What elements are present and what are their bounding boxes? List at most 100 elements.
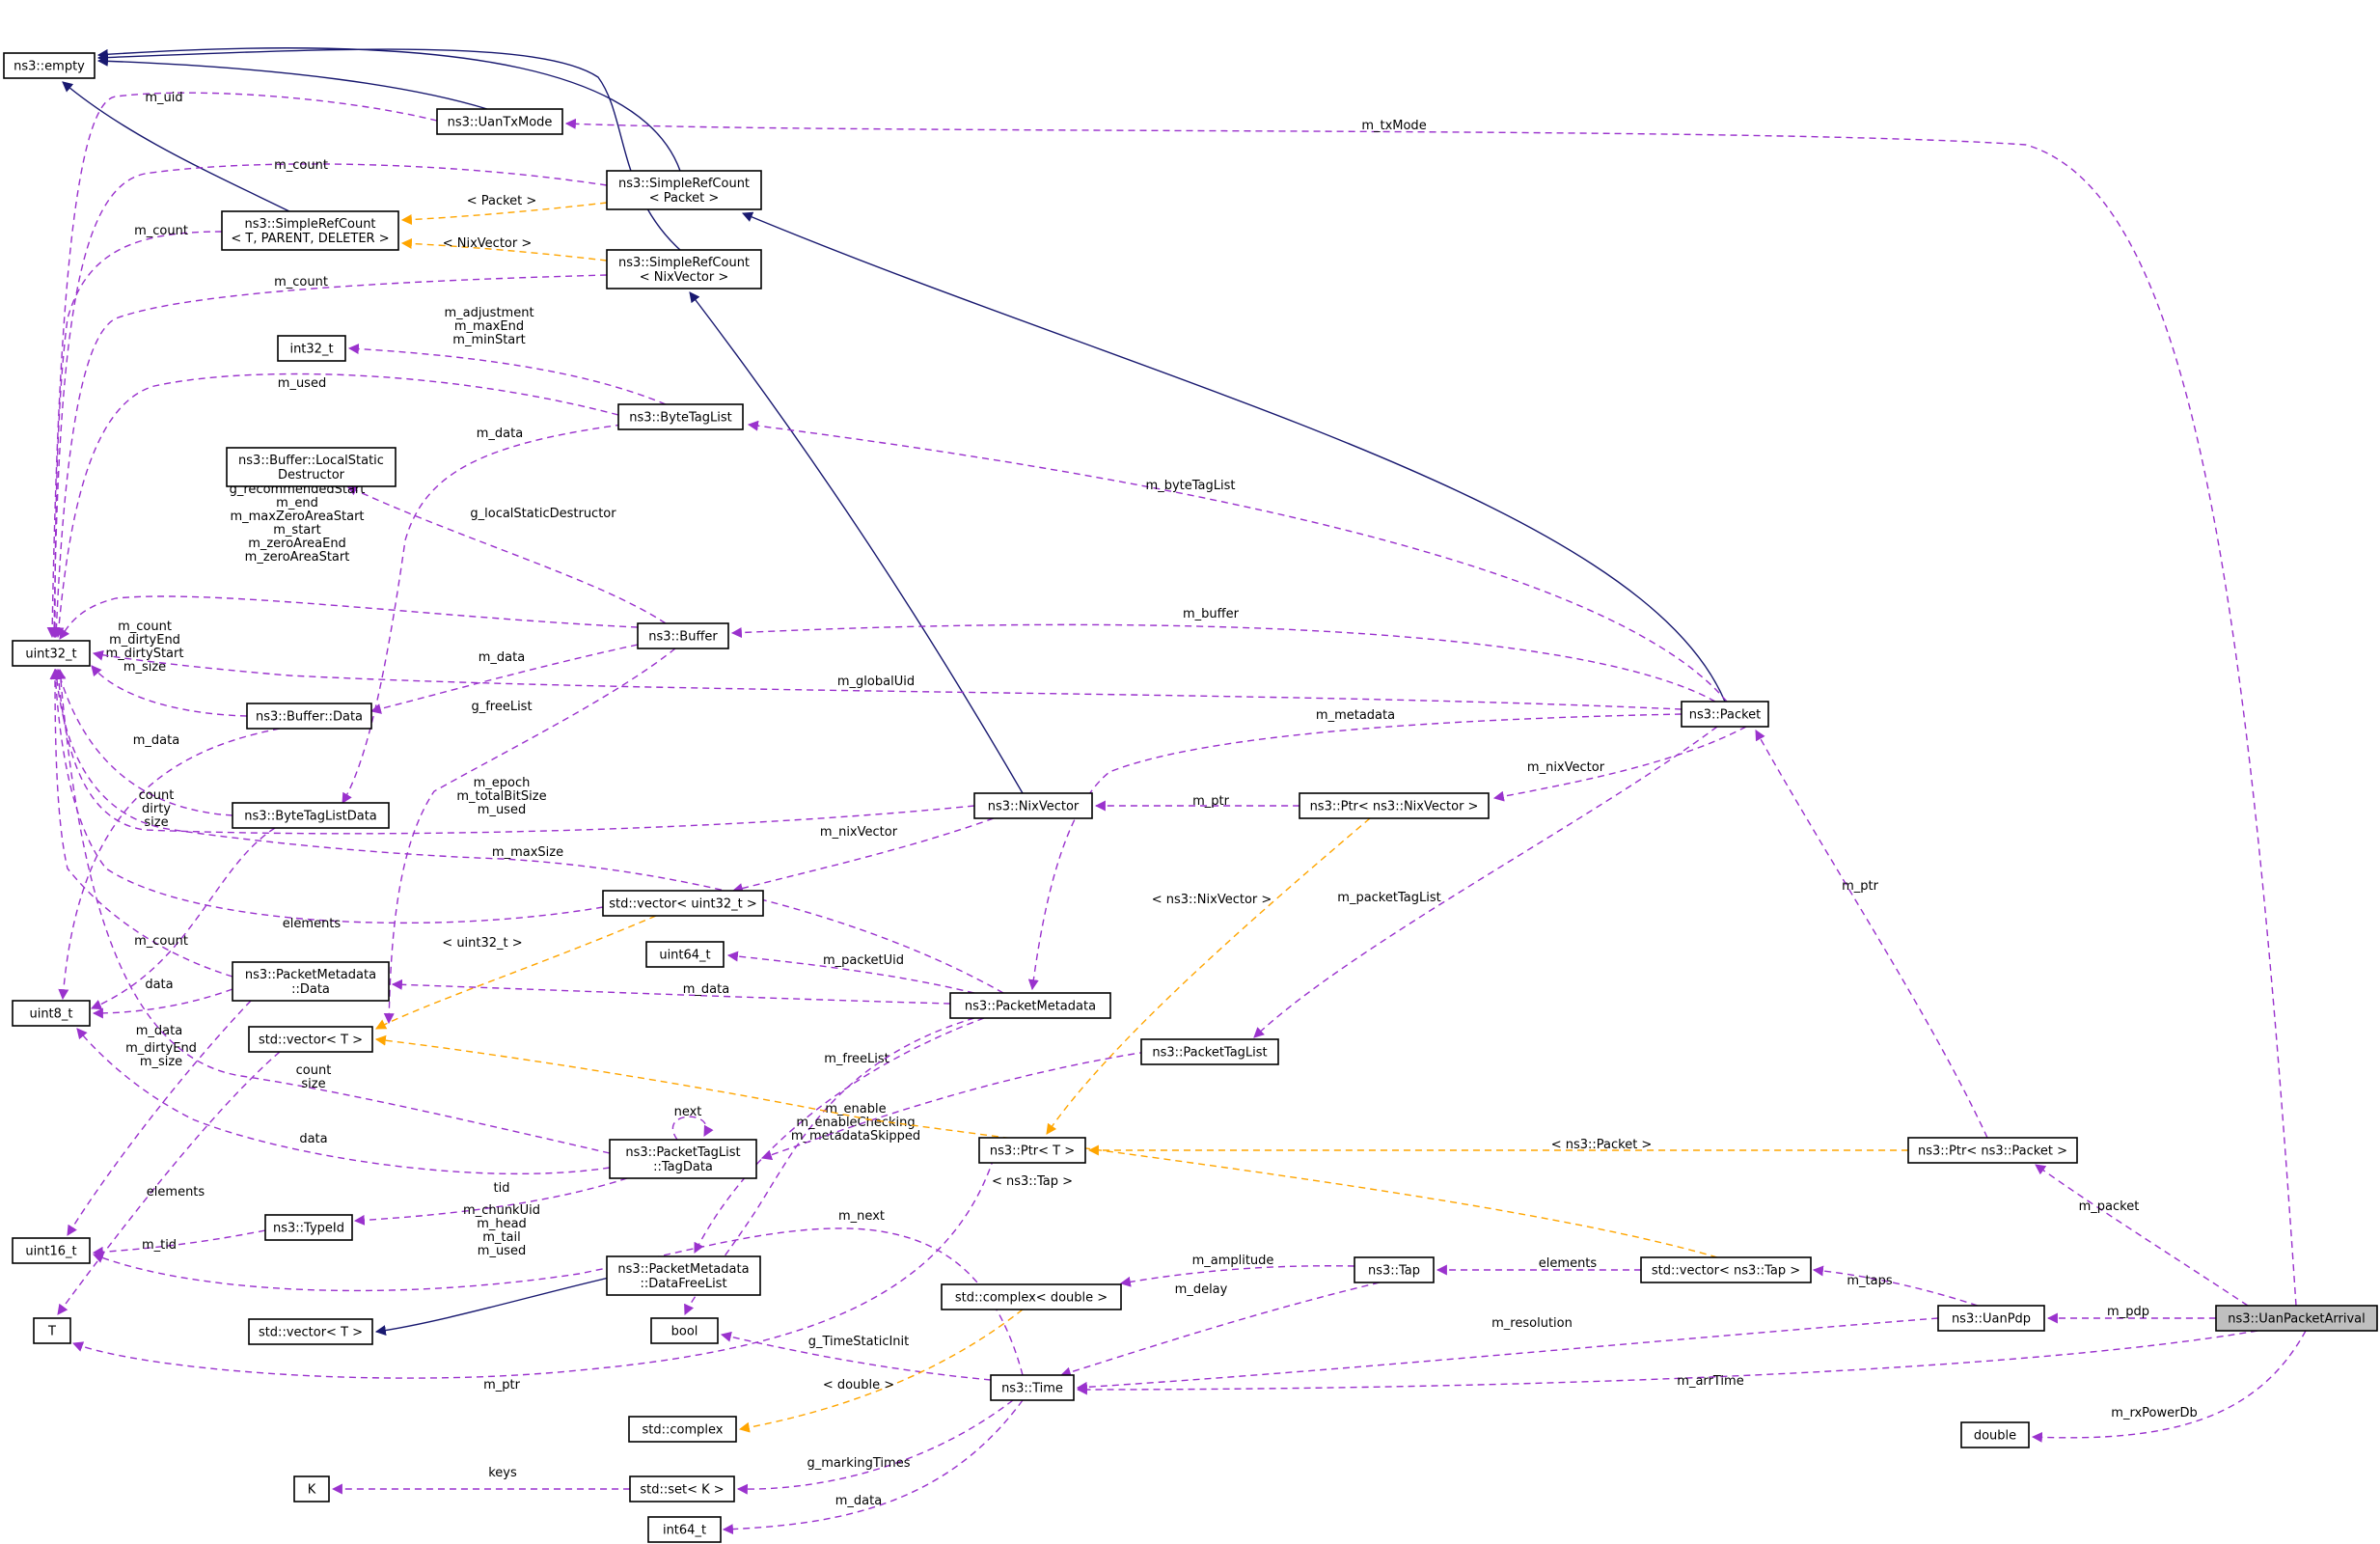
node-uint16[interactable]: uint16_t <box>12 1237 91 1264</box>
node-uint64[interactable]: uint64_t <box>645 941 725 968</box>
node-label-line: std::complex <box>643 1423 724 1438</box>
edge-label: m_tid <box>142 1238 177 1253</box>
node-label-line: ns3::Buffer <box>648 630 718 645</box>
edge-label: g_freeList <box>471 700 532 714</box>
node-ptr-nixvector[interactable]: ns3::Ptr< ns3::NixVector > <box>1299 792 1490 819</box>
edge-packet-ptrnix: m_nixVector <box>1492 726 1747 802</box>
node-src-nixvector[interactable]: ns3::SimpleRefCount< NixVector > <box>606 249 762 290</box>
edge-label: m_ptr <box>1192 794 1230 809</box>
node-src-generic[interactable]: ns3::SimpleRefCount< T, PARENT, DELETER … <box>221 210 399 251</box>
edge-srcpacket-empty <box>96 47 681 172</box>
node-box <box>602 890 764 917</box>
edge-label: g_localStaticDestructor <box>470 507 616 521</box>
node-pm-dfl[interactable]: ns3::PacketMetadata::DataFreeList <box>606 1255 761 1296</box>
node-int64[interactable]: int64_t <box>647 1516 722 1543</box>
edge-line <box>722 1399 1024 1535</box>
node-box <box>1140 1038 1279 1065</box>
node-label-line: ns3::PacketMetadata <box>245 968 376 982</box>
edge-line <box>59 595 639 640</box>
edge-line <box>57 1051 281 1315</box>
edge-line <box>1253 726 1718 1038</box>
node-bytetaglistdata[interactable]: ns3::ByteTagListData <box>232 802 390 829</box>
node-label: int64_t <box>663 1524 706 1538</box>
edge-vectap-vect: < ns3::Tap > <box>374 1034 1718 1258</box>
node-label-line: ns3::ByteTagListData <box>244 810 377 824</box>
node-tap[interactable]: ns3::Tap <box>1354 1256 1435 1283</box>
edge-line <box>53 668 975 835</box>
edge-line <box>383 648 676 1025</box>
node-double[interactable]: double <box>1960 1421 2030 1448</box>
node-box <box>1681 701 1769 728</box>
node-buffer[interactable]: ns3::Buffer <box>637 622 729 649</box>
node-box <box>232 961 390 1002</box>
edge-label-line: m_txMode <box>1361 119 1426 133</box>
node-packetmetadata[interactable]: ns3::PacketMetadata <box>949 992 1111 1019</box>
node-label-line: ::Data <box>291 982 330 997</box>
node-ptl-tagdata[interactable]: ns3::PacketTagList::TagData <box>609 1139 757 1179</box>
node-box <box>647 1516 722 1543</box>
edge-label-line: elements <box>283 917 342 931</box>
node-uantxmode[interactable]: ns3::UanTxMode <box>436 108 563 135</box>
node-empty[interactable]: ns3::empty <box>3 52 96 79</box>
node-packettaglist[interactable]: ns3::PacketTagList <box>1140 1038 1279 1065</box>
edge-time-setk: g_markingTimes <box>736 1399 1014 1495</box>
edge-label: m_nixVector <box>820 825 898 840</box>
edge-label-line: m_ptr <box>483 1378 521 1392</box>
node-bytetaglist[interactable]: ns3::ByteTagList <box>617 403 744 430</box>
node-vec-t[interactable]: std::vector< T > <box>248 1026 373 1053</box>
edge-label-line: g_markingTimes <box>807 1456 911 1471</box>
edge-label: m_data <box>683 982 729 997</box>
edge-label-line: m_zeroAreaEnd <box>248 537 346 551</box>
node-bool[interactable]: bool <box>650 1317 719 1344</box>
node-K[interactable]: K <box>293 1475 330 1503</box>
node-src-packet[interactable]: ns3::SimpleRefCount< Packet > <box>606 170 762 210</box>
node-time[interactable]: ns3::Time <box>990 1374 1075 1401</box>
edge-pmdata-uint32: m_count <box>49 668 233 978</box>
node-label-line: Destructor <box>278 468 345 482</box>
edge-label-line: m_head <box>477 1217 527 1231</box>
node-uanpacketarrival[interactable]: ns3::UanPacketArrival <box>2215 1305 2378 1332</box>
node-buffer-data[interactable]: ns3::Buffer::Data <box>246 703 372 730</box>
edge-line <box>374 1034 1718 1258</box>
edge-label: m_data <box>835 1494 882 1508</box>
node-complex[interactable]: std::complex <box>628 1416 737 1443</box>
edge-srcpacket-uint32: m_count <box>48 158 608 639</box>
node-vec-tap[interactable]: std::vector< ns3::Tap > <box>1640 1256 1812 1283</box>
edge-label-line: m_used <box>478 1244 526 1258</box>
node-nixvector[interactable]: ns3::NixVector <box>973 792 1093 819</box>
node-complex-double[interactable]: std::complex< double > <box>941 1283 1122 1310</box>
node-pm-data[interactable]: ns3::PacketMetadata::Data <box>232 961 390 1002</box>
node-box <box>978 1137 1086 1164</box>
node-uanpdp[interactable]: ns3::UanPdp <box>1937 1305 2045 1332</box>
edge-label-line: < uint32_t > <box>442 936 522 951</box>
node-uint8[interactable]: uint8_t <box>12 1000 91 1027</box>
node-vec-t2[interactable]: std::vector< T > <box>248 1318 373 1345</box>
node-typeid[interactable]: ns3::TypeId <box>264 1214 353 1241</box>
node-packet[interactable]: ns3::Packet <box>1681 701 1769 728</box>
node-ptr-t[interactable]: ns3::Ptr< T > <box>978 1137 1086 1164</box>
edge-line <box>92 1229 266 1257</box>
edge-packet-pm: m_metadata <box>1027 708 1682 991</box>
edge-label: < ns3::NixVector > <box>1152 893 1272 907</box>
edge-srcnix-uint32: m_count <box>50 274 608 639</box>
edge-buffer-vect: g_freeList <box>383 648 676 1025</box>
edge-label-line: elements <box>147 1185 205 1199</box>
edge-label: m_count <box>274 158 328 173</box>
edge-label-line: m_globalUid <box>837 675 915 689</box>
node-T[interactable]: T <box>33 1317 71 1344</box>
node-uint32[interactable]: uint32_t <box>12 640 91 667</box>
edge-label: tid <box>494 1181 510 1196</box>
node-label: std::vector< T > <box>259 1326 363 1340</box>
node-ptr-packet[interactable]: ns3::Ptr< ns3::Packet > <box>1907 1137 2078 1164</box>
node-label-line: T <box>47 1325 56 1339</box>
node-int32[interactable]: int32_t <box>277 335 346 362</box>
edge-bufferdata-uint8: m_data <box>58 728 281 1001</box>
edge-line <box>564 118 2297 1307</box>
node-vec-uint32[interactable]: std::vector< uint32_t > <box>602 890 764 917</box>
node-set-k[interactable]: std::set< K > <box>629 1475 735 1503</box>
